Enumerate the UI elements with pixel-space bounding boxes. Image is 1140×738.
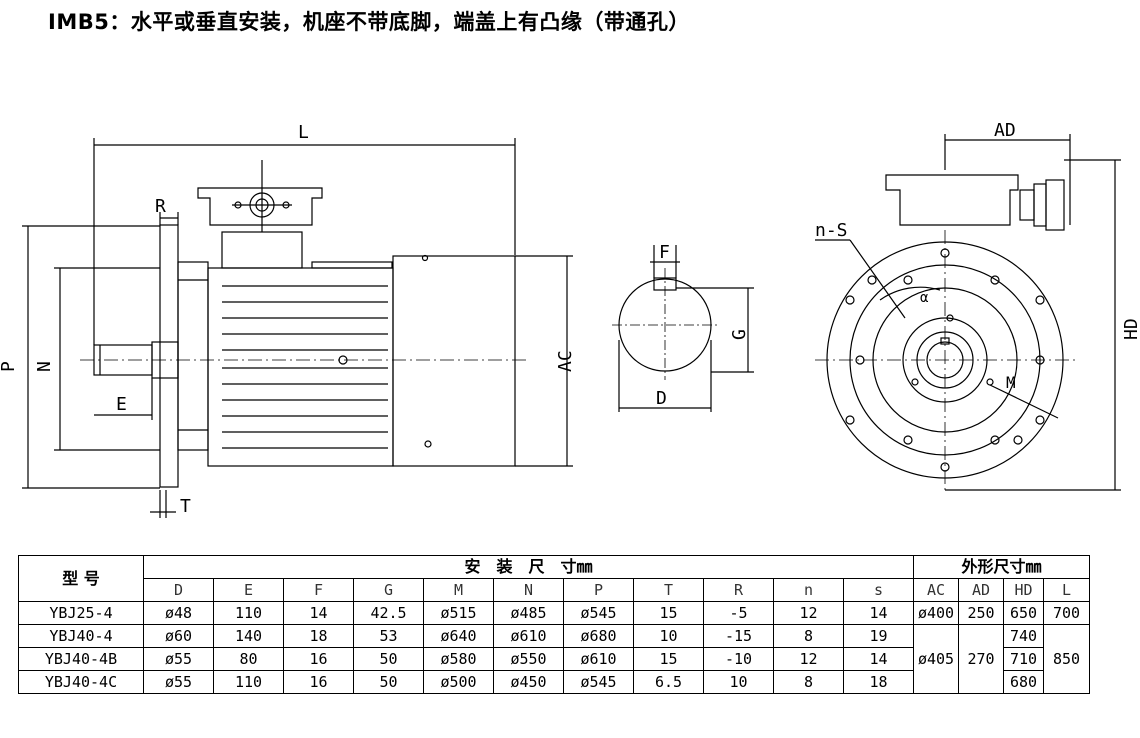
dim-label-T: T [180, 496, 191, 517]
table-cell: ø545 [563, 670, 634, 694]
table-cell: 10 [703, 670, 774, 694]
table-cell: 740 [1003, 624, 1044, 648]
table-cell: 50 [353, 670, 424, 694]
table-cell: ø55 [143, 670, 214, 694]
table-cell: 15 [633, 647, 704, 671]
table-cell: ø680 [563, 624, 634, 648]
model-header: 型 号 [18, 555, 144, 602]
dim-label-E: E [116, 394, 127, 415]
col-header: G [353, 578, 424, 602]
table-cell: ø500 [423, 670, 494, 694]
dim-label-L: L [298, 122, 309, 143]
table-cell: 680 [1003, 670, 1044, 694]
table-cell: ø485 [493, 601, 564, 625]
table-cell: ø48 [143, 601, 214, 625]
col-header: T [633, 578, 704, 602]
table-cell: ø610 [563, 647, 634, 671]
table-row: YBJ25-4 ø48 110 14 42.5 ø515 ø485 ø545 1… [18, 601, 1090, 625]
model-cell: YBJ40-4 [18, 624, 144, 648]
dim-label-N: N [34, 361, 55, 372]
table-cell: -5 [703, 601, 774, 625]
table-cell: ø400 [913, 601, 959, 625]
page-title: IMB5：水平或垂直安装，机座不带底脚，端盖上有凸缘（带通孔） [48, 10, 690, 34]
table-cell: ø550 [493, 647, 564, 671]
table-row: YBJ40-4B ø55 80 16 50 ø580 ø550 ø610 15 … [18, 647, 1090, 671]
table-cell: ø580 [423, 647, 494, 671]
dim-label-D: D [656, 388, 667, 409]
table-cell: 50 [353, 647, 424, 671]
table-cell: 12 [773, 601, 844, 625]
col-header: AC [913, 578, 959, 602]
dim-label-AC: AC [555, 350, 576, 372]
dim-label-M: M [1006, 373, 1016, 392]
col-header: L [1043, 578, 1090, 602]
table-cell: 6.5 [633, 670, 704, 694]
dim-label-HD: HD [1121, 318, 1140, 340]
col-header: s [843, 578, 914, 602]
install-header: 安 装 尺 寸㎜ [143, 555, 914, 579]
table-cell: 710 [1003, 647, 1044, 671]
table-cell: 18 [843, 670, 914, 694]
table-cell: 19 [843, 624, 914, 648]
table-cell: 110 [213, 670, 284, 694]
table-cell: 18 [283, 624, 354, 648]
table-cell: 12 [773, 647, 844, 671]
model-cell: YBJ40-4B [18, 647, 144, 671]
table-cell: ø515 [423, 601, 494, 625]
dim-label-F: F [659, 242, 670, 263]
merged-ac-cell: ø405 [913, 624, 959, 694]
table-row: YBJ40-4 ø60 140 18 53 ø640 ø610 ø680 10 … [18, 624, 1090, 694]
table-cell: 16 [283, 647, 354, 671]
table-row: YBJ40-4C ø55 110 16 50 ø500 ø450 ø545 6.… [18, 670, 1090, 694]
model-cell: YBJ40-4C [18, 670, 144, 694]
table-cell: 53 [353, 624, 424, 648]
merged-l-cell: 850 [1043, 624, 1090, 694]
dim-label-R: R [155, 196, 166, 217]
col-header: n [773, 578, 844, 602]
table-cell: 250 [958, 601, 1004, 625]
table-cell: 650 [1003, 601, 1044, 625]
dimension-table: 型 号 安 装 尺 寸㎜ 外形尺寸㎜ D E F G M N P T R n s… [18, 555, 1090, 694]
table-cell: ø450 [493, 670, 564, 694]
table-cell: ø545 [563, 601, 634, 625]
col-header: N [493, 578, 564, 602]
dim-label-P: P [0, 361, 19, 372]
table-cell: 110 [213, 601, 284, 625]
outline-header: 外形尺寸㎜ [913, 555, 1090, 579]
col-header: R [703, 578, 774, 602]
table-cell: 80 [213, 647, 284, 671]
table-cell: 14 [843, 647, 914, 671]
table-cell: -15 [703, 624, 774, 648]
merged-ad-cell: 270 [958, 624, 1004, 694]
table-cell: ø55 [143, 647, 214, 671]
table-cell: 140 [213, 624, 284, 648]
dim-label-alpha: α [920, 290, 929, 306]
table-cell: 8 [773, 670, 844, 694]
col-header: HD [1003, 578, 1044, 602]
col-header: M [423, 578, 494, 602]
col-header: E [213, 578, 284, 602]
motor-drawing: L R P N E T AC F G D AD HD n-S α M [0, 120, 1140, 518]
table-cell: 8 [773, 624, 844, 648]
model-cell: YBJ25-4 [18, 601, 144, 625]
table-cell: 15 [633, 601, 704, 625]
table-cell: ø640 [423, 624, 494, 648]
dim-label-G: G [729, 329, 750, 340]
table-cell: 14 [283, 601, 354, 625]
table-cell: 16 [283, 670, 354, 694]
col-header: F [283, 578, 354, 602]
col-header: D [143, 578, 214, 602]
table-cell: ø610 [493, 624, 564, 648]
table-cell: ø60 [143, 624, 214, 648]
dim-label-n-S: n-S [815, 220, 848, 241]
table-cell: 14 [843, 601, 914, 625]
table-cell: 42.5 [353, 601, 424, 625]
table-cell: 700 [1043, 601, 1090, 625]
dim-label-AD: AD [994, 120, 1016, 141]
col-header: AD [958, 578, 1004, 602]
table-cell: 10 [633, 624, 704, 648]
table-cell: -10 [703, 647, 774, 671]
col-header: P [563, 578, 634, 602]
